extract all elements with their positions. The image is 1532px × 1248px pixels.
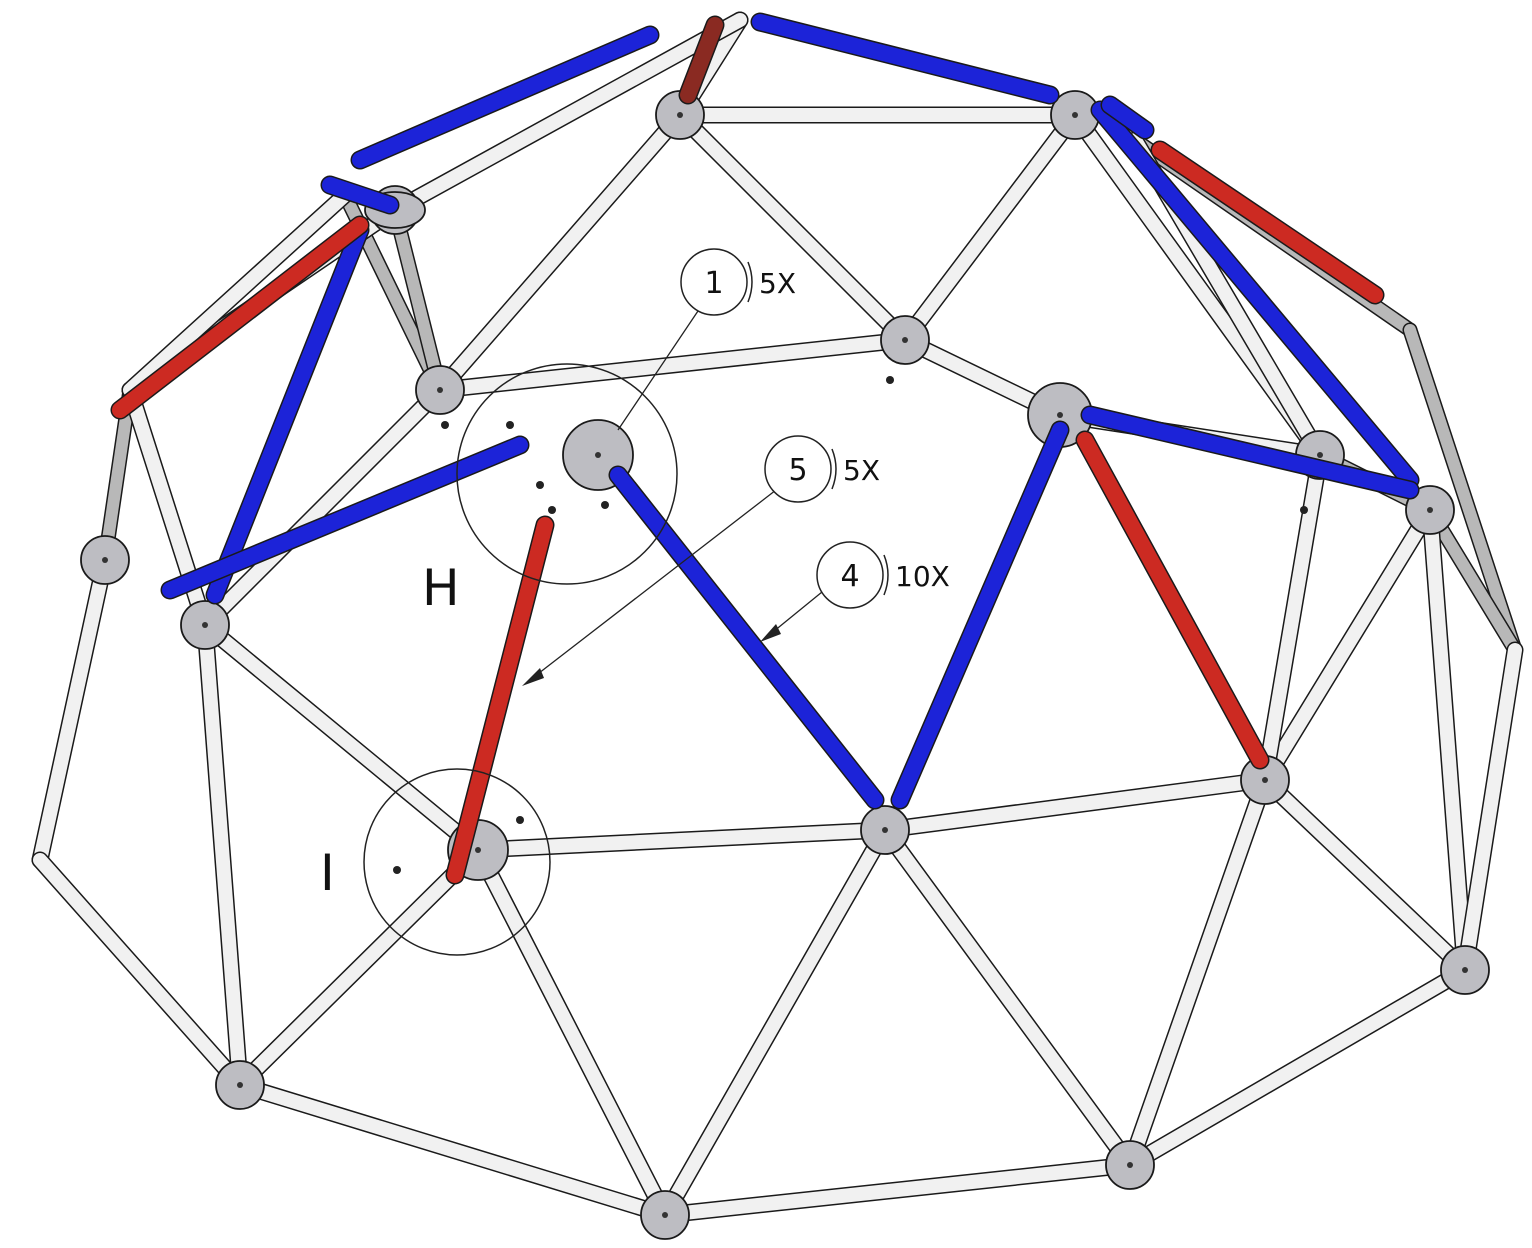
hub-m1-bolt: [437, 387, 443, 393]
white-strut-23: [1258, 773, 1472, 977]
white-strut-10: [198, 383, 447, 632]
white-strut-28: [1123, 963, 1472, 1172]
fastener-5: [393, 866, 401, 874]
qty-bracket-4: [883, 554, 889, 596]
callout-qty-4: 10X: [895, 560, 950, 593]
blue-strut-0: [352, 27, 658, 168]
fastener-2: [548, 506, 556, 514]
qty-bracket-5: [831, 448, 837, 490]
white-strut-31: [1458, 643, 1522, 977]
red-strut-3: [1152, 142, 1383, 303]
blue-strut-2: [1092, 102, 1418, 488]
qty-bracket-1: [747, 261, 753, 303]
callout-number-5: 5: [788, 453, 807, 488]
callout-number-1: 1: [704, 266, 723, 301]
detail-label-h: H: [422, 559, 460, 617]
hub-b7-bolt: [1462, 967, 1468, 973]
blue-strut-6: [162, 437, 528, 598]
callout-qty-1: 5X: [759, 267, 796, 300]
callout-qty-5: 5X: [843, 454, 880, 487]
white-strut-24: [1258, 503, 1437, 787]
fastener-3: [601, 501, 609, 509]
detail-i-circle: [363, 768, 551, 956]
white-strut-2: [433, 108, 687, 397]
fasteners: [393, 376, 1308, 874]
white-strut-25: [1423, 503, 1472, 977]
leader-line-1: [617, 307, 701, 431]
white-strut-32: [123, 188, 352, 397]
fastener-4: [516, 816, 524, 824]
white-strut-19: [471, 843, 672, 1222]
fastener-6: [1300, 506, 1308, 514]
white-strut-22: [1123, 773, 1272, 1172]
white-strut-26: [233, 1078, 672, 1222]
fastener-1: [536, 481, 544, 489]
white-strut-7: [433, 333, 912, 397]
grey-strut-6: [1404, 324, 1521, 656]
blue-strut-7: [610, 467, 883, 808]
white-strut-4: [898, 108, 1082, 347]
hub-l4-bolt: [202, 622, 208, 628]
hub-t2-bolt: [677, 112, 683, 118]
hub-r1-bolt: [1427, 507, 1433, 513]
hub-b6-bolt: [1127, 1162, 1133, 1168]
white-strut-13: [198, 618, 247, 1092]
hub-b1-bolt: [882, 827, 888, 833]
white-strut-18: [233, 843, 485, 1092]
front-struts: [31, 11, 1524, 1224]
hub-b2-bolt: [1262, 777, 1268, 783]
white-strut-27: [658, 1158, 1137, 1222]
detail-h-circle: [456, 363, 678, 585]
grey-strut-1: [389, 204, 446, 396]
dark-red-strut-top: [680, 17, 723, 103]
hub-b5-bolt: [662, 1212, 668, 1218]
hub-m4-bolt: [1317, 452, 1323, 458]
hub-detail-h-bolt: [595, 452, 601, 458]
grey-strut-7: [1424, 504, 1521, 656]
balloon-4: [816, 541, 884, 609]
highlighted-struts: [110, 12, 1420, 885]
leader-line-5: [529, 489, 777, 681]
hub-l3-bolt: [102, 557, 108, 563]
white-strut-33: [388, 13, 747, 217]
red-strut-2: [112, 217, 368, 418]
white-strut-20: [658, 823, 892, 1222]
blue-strut-1: [752, 14, 1058, 103]
balloon-5: [764, 435, 832, 503]
callout-1: 1 5X: [617, 248, 796, 431]
hub-detail-i-bolt: [475, 847, 481, 853]
blue-strut-5: [207, 222, 368, 603]
white-strut-12: [198, 618, 485, 857]
white-strut-29: [1258, 448, 1327, 787]
red-strut-0: [447, 517, 553, 883]
white-strut-15: [33, 853, 247, 1092]
red-strut-1: [1077, 432, 1268, 768]
arrowhead-4: [760, 624, 781, 642]
grey-strut-8: [99, 384, 136, 566]
hub-m2-bolt: [902, 337, 908, 343]
blue-strut-8: [892, 422, 1068, 808]
fastener-8: [441, 421, 449, 429]
white-strut-21: [878, 823, 1137, 1172]
fastener-0: [506, 421, 514, 429]
fastener-7: [886, 376, 894, 384]
balloon-1: [680, 248, 748, 316]
blue-strut-3: [1082, 407, 1418, 498]
detail-label-i: I: [320, 844, 335, 902]
callout-5: 5 5X: [522, 435, 880, 686]
hub-m3-bolt: [1057, 412, 1063, 418]
white-strut-14: [33, 553, 112, 867]
hub-t3-bolt: [1072, 112, 1078, 118]
white-strut-16: [471, 823, 892, 857]
arrowhead-5: [522, 668, 544, 686]
blue-strut-4: [322, 177, 398, 213]
callout-4: 4 10X: [760, 541, 950, 642]
white-strut-17: [878, 773, 1272, 837]
white-strut-3: [673, 108, 912, 347]
callout-number-4: 4: [840, 559, 859, 594]
hub-b4-bolt: [237, 1082, 243, 1088]
blue-strut-9: [1102, 97, 1153, 138]
hubs: [80, 90, 1490, 1240]
